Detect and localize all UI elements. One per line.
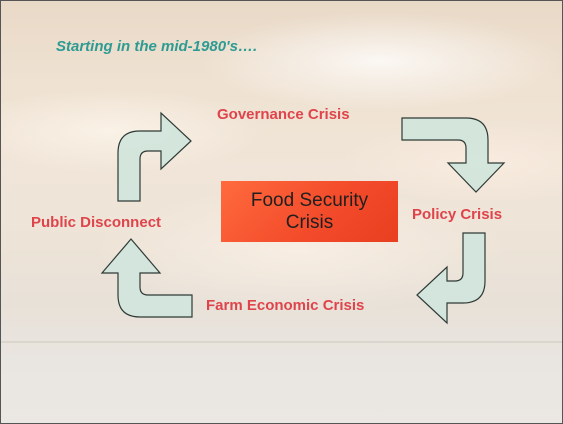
label-governance-crisis: Governance Crisis: [217, 106, 350, 123]
horizon-line: [1, 341, 562, 343]
label-public-disconnect: Public Disconnect: [31, 214, 162, 231]
label-policy-crisis: Policy Crisis: [412, 206, 503, 223]
arrow-farm-to-public-icon: [100, 238, 193, 318]
arrow-governance-to-policy-icon: [401, 117, 506, 193]
arrow-public-to-governance-icon: [117, 111, 192, 202]
center-box-food-security-crisis: Food Security Crisis: [221, 181, 398, 242]
slide-subtitle: Starting in the mid-1980's….: [56, 38, 258, 55]
arrow-policy-to-farm-icon: [416, 232, 486, 325]
label-farm-economic-crisis: Farm Economic Crisis: [206, 297, 365, 314]
